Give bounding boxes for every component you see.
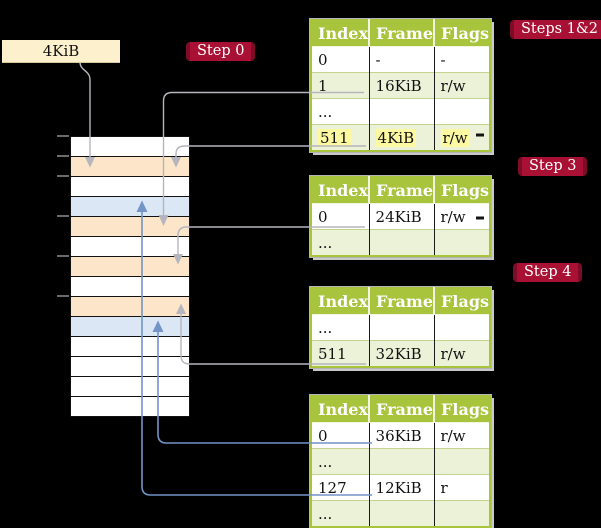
badge-steps-1-2: Steps 1&2: [510, 20, 601, 39]
memory-frame-row: [71, 377, 189, 397]
highlighted-value: 511: [318, 128, 351, 147]
cell: ...: [311, 98, 370, 125]
table-row: ...: [311, 314, 491, 341]
table-row: 511 4KiB r/w: [311, 124, 491, 151]
cell: ...: [311, 314, 370, 341]
cell: 127: [311, 474, 370, 501]
memory-frame-row: [71, 337, 189, 357]
column-header: Index: [311, 177, 371, 204]
column-header: Index: [311, 20, 371, 47]
highlighted-value: r/w: [440, 128, 470, 147]
cell: 0: [311, 422, 370, 449]
cell: [369, 500, 435, 527]
table-row: 0--: [311, 46, 491, 73]
memory-frame-row: [71, 277, 189, 297]
cell: ...: [311, 500, 370, 527]
memory-frame-row: [71, 257, 189, 277]
column-header: Frame: [369, 20, 436, 47]
cell: 511: [311, 340, 370, 367]
badge-step-4: Step 4: [513, 263, 583, 282]
memory-frame-row: [71, 157, 189, 177]
table-row: ...: [311, 500, 491, 527]
memory-frame-row: [71, 317, 189, 337]
column-header: Index: [311, 396, 371, 423]
cell: 24KiB: [369, 203, 435, 230]
column-header: Frame: [369, 396, 436, 423]
cell: 511: [311, 124, 370, 151]
cell: 12KiB: [369, 474, 435, 501]
cell: r/w: [434, 124, 491, 151]
memory-frame-row: [71, 357, 189, 377]
cell: ...: [311, 229, 370, 256]
physical-memory-column: [70, 136, 190, 417]
column-header: Frame: [369, 288, 436, 315]
cell: [434, 314, 491, 341]
memory-frame-row: [71, 237, 189, 257]
column-header: Frame: [369, 177, 436, 204]
badge-step-3: Step 3: [518, 157, 588, 176]
root-frame-label: 4KiB: [42, 42, 80, 60]
cell: [369, 229, 435, 256]
cell: [434, 448, 491, 475]
highlighted-value: 4KiB: [375, 128, 417, 147]
cell: 0: [311, 203, 370, 230]
column-header: Flags: [434, 177, 491, 204]
cell: -: [369, 46, 435, 73]
table-row: ...: [311, 98, 491, 125]
cell: 36KiB: [369, 422, 435, 449]
cell: r/w: [434, 340, 491, 367]
cell: r/w: [434, 203, 491, 230]
cell: ...: [311, 448, 370, 475]
cell: r/w: [434, 422, 491, 449]
cell: 1: [311, 72, 370, 99]
cell: 32KiB: [369, 340, 435, 367]
memory-address-ticks: [57, 135, 69, 297]
memory-frame-row: [71, 137, 189, 157]
cell: r/w: [434, 72, 491, 99]
memory-frame-row: [71, 297, 189, 317]
table-row: ...: [311, 448, 491, 475]
root-frame-register: 4KiB: [2, 40, 120, 63]
cell: [369, 448, 435, 475]
column-header: Flags: [434, 20, 491, 47]
cell: r: [434, 474, 491, 501]
cell: [369, 98, 435, 125]
cell: [434, 500, 491, 527]
column-header: Flags: [434, 288, 491, 315]
cell: [434, 98, 491, 125]
cell: [369, 314, 435, 341]
cell: 16KiB: [369, 72, 435, 99]
cell: 4KiB: [369, 124, 435, 151]
table-row: ...: [311, 229, 491, 256]
memory-frame-row: [71, 177, 189, 197]
cell: -: [434, 46, 491, 73]
memory-frame-row: [71, 217, 189, 237]
cell: 0: [311, 46, 370, 73]
cell: [434, 229, 491, 256]
badge-step-0: Step 0: [186, 42, 256, 61]
memory-frame-row: [71, 397, 189, 416]
column-header: Flags: [434, 396, 491, 423]
column-header: Index: [311, 288, 371, 315]
memory-frame-row: [71, 197, 189, 217]
